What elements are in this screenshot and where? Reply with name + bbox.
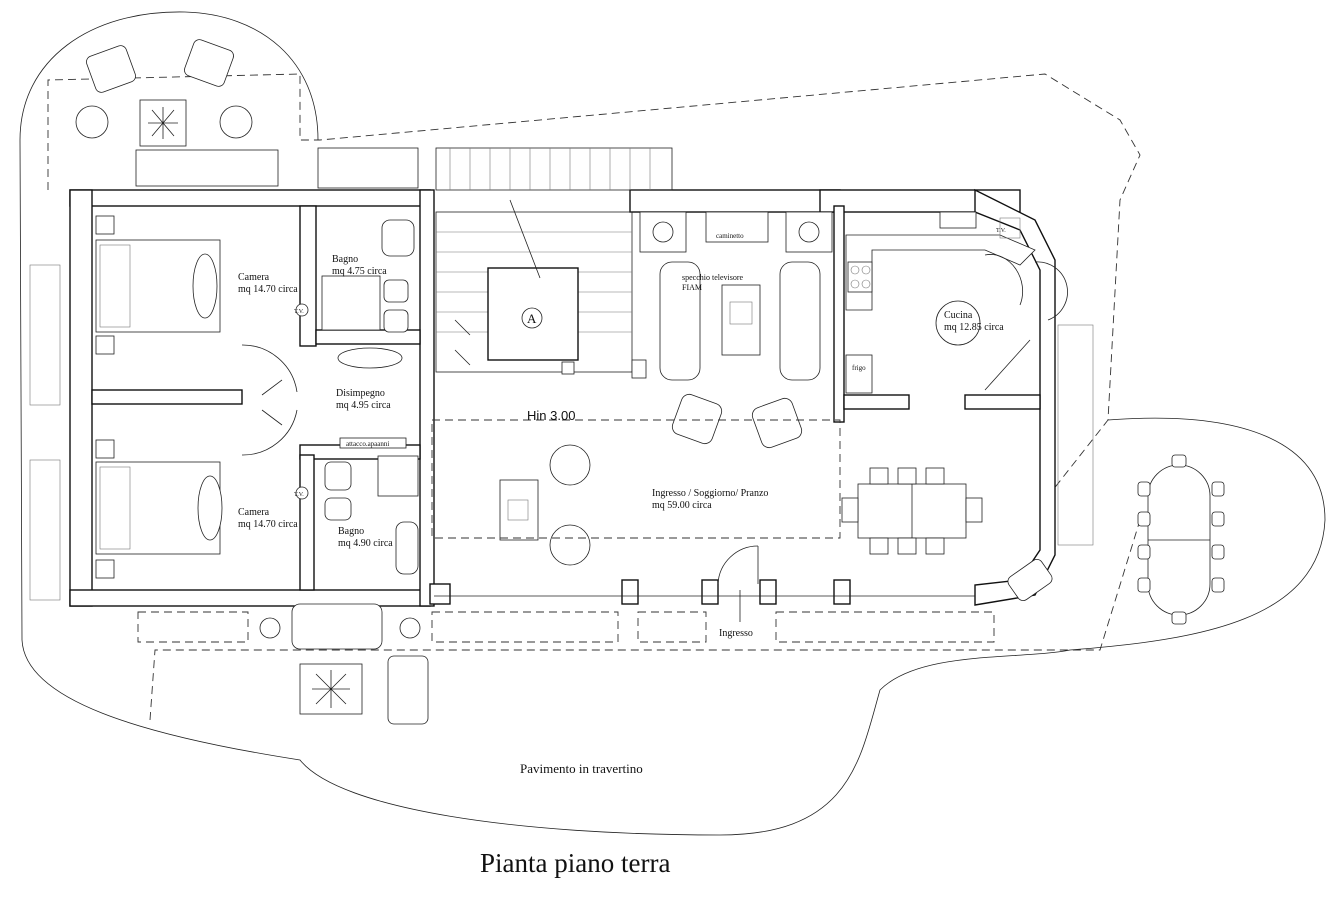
label-frigo: frigo xyxy=(852,364,866,372)
living-furniture xyxy=(431,211,841,566)
walls xyxy=(69,188,1056,607)
label-attacco: attacco.apaanni xyxy=(346,440,389,448)
room-labels: Camera mq 14.70 circa Camera mq 14.70 ci… xyxy=(238,228,1006,878)
window-planters xyxy=(29,264,1094,725)
label-cucina: Cucina xyxy=(944,310,973,321)
label-camino: caminetto xyxy=(716,232,744,240)
plan-title: Pianta piano terra xyxy=(480,848,670,878)
label-bagno-bottom-area: mq 4.90 circa xyxy=(338,538,393,549)
label-tv-bottom: T.V. xyxy=(294,492,304,498)
outdoor-dining xyxy=(1007,454,1225,625)
label-height: Hin 3.00 xyxy=(527,408,575,423)
bathroom-bottom xyxy=(324,437,419,575)
entrance-door xyxy=(717,545,759,622)
label-bagno-bottom: Bagno xyxy=(338,526,364,537)
label-cucina-area: mq 12.85 circa xyxy=(944,322,1004,333)
terrace-outline xyxy=(19,11,1326,836)
staircase xyxy=(435,147,673,375)
kitchen xyxy=(845,211,1068,394)
label-entrance: Ingresso xyxy=(719,628,753,639)
label-outdoor: Pavimento in travertino xyxy=(520,761,643,776)
label-camera-top: Camera xyxy=(238,272,270,283)
bedroom-bottom xyxy=(95,439,309,579)
label-bagno-top-area: mq 4.75 circa xyxy=(332,266,387,277)
label-camera-bottom-area: mq 14.70 circa xyxy=(238,519,298,530)
bedroom-top xyxy=(95,215,309,355)
label-tv-kitchen: T.V. xyxy=(996,228,1006,234)
label-specchio-sub: FIAM xyxy=(682,283,702,292)
label-soggiorno-area: mq 59.00 circa xyxy=(652,500,712,511)
label-camera-bottom: Camera xyxy=(238,507,270,518)
label-bagno-top: Bagno xyxy=(332,254,358,265)
doors-hall xyxy=(241,344,298,456)
label-disimpegno: Disimpegno xyxy=(336,388,385,399)
label-tv-top: T.V. xyxy=(294,309,304,315)
label-specchio: specchio televisore xyxy=(682,273,744,282)
label-soggiorno: Ingresso / Soggiorno/ Pranzo xyxy=(652,488,768,499)
bathroom-top xyxy=(321,219,415,369)
dining-table xyxy=(841,467,983,555)
outdoor-lounge-top xyxy=(75,39,419,189)
label-camera-top-area: mq 14.70 circa xyxy=(238,284,298,295)
label-stair-marker: A xyxy=(527,311,537,326)
label-disimpegno-area: mq 4.95 circa xyxy=(336,400,391,411)
